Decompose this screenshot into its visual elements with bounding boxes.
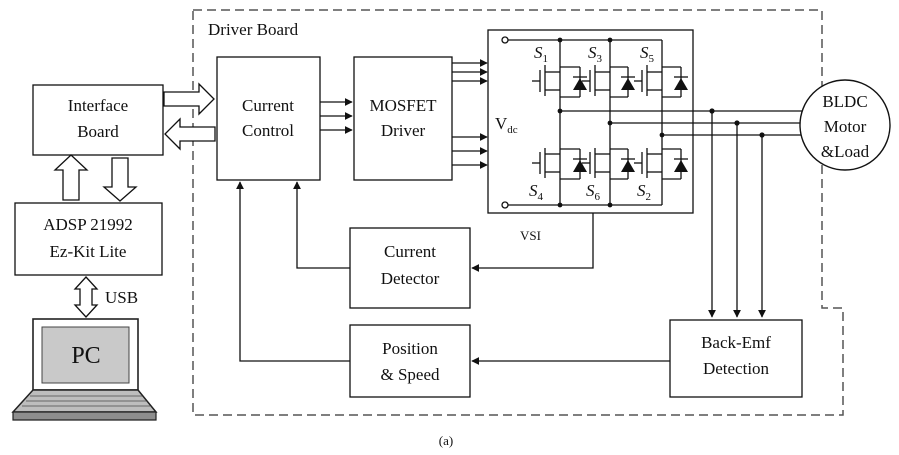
back-emf-detection-block: Back-Emf Detection [669,319,803,398]
inverter-leg-b [582,40,635,205]
position-speed-line1: Position [382,339,438,358]
vdc-label: Vdc [495,114,518,136]
adsp-line2: Ez-Kit Lite [50,242,127,261]
control-to-driver-signals [320,98,353,134]
mosfet-driver-block: MOSFET Driver [353,56,453,181]
driver-board-label: Driver Board [208,20,299,39]
gate-signals [452,59,488,169]
motor-line1: BLDC [822,92,867,111]
inverter-leg-c [634,40,688,205]
position-speed-line2: & Speed [380,365,440,384]
current-control-block: Current Control [216,56,321,181]
usb-label: USB [105,288,138,307]
back-emf-line1: Back-Emf [701,333,771,352]
figure-caption: (a) [439,433,453,448]
vsi-label: VSI [520,228,541,243]
adsp-block: ADSP 21992 Ez-Kit Lite [14,202,163,276]
back-emf-sense-lines [708,111,766,318]
switch-label-s5: S5 [640,43,655,65]
motor-line2: Motor [824,117,867,136]
back-emf-line2: Detection [703,359,770,378]
mosfet-driver-line2: Driver [381,121,426,140]
vsi-block: Vdc [487,29,694,214]
adsp-to-interface-arrow [53,154,89,201]
usb-double-arrow [73,276,99,318]
current-detector-line2: Detector [381,269,440,288]
interface-to-control-arrow [163,82,215,116]
pc-label: PC [71,343,100,369]
switch-label-s3: S3 [588,43,603,65]
position-to-control [236,181,350,362]
control-to-interface-arrow [164,117,216,151]
current-detector-block: Current Detector [349,227,471,309]
current-control-line2: Control [242,121,294,140]
phase-lines [557,108,804,138]
current-detector-to-control [293,181,350,269]
pc-laptop: PC [11,318,158,421]
vsi-to-current-detector [471,213,594,272]
switch-label-s2: S2 [637,181,651,203]
current-detector-line1: Current [384,242,436,261]
interface-board-line1: Interface [68,96,128,115]
switch-label-s1: S1 [534,43,548,65]
interface-to-adsp-arrow [102,157,138,202]
switch-label-s4: S4 [529,181,544,203]
mosfet-driver-line1: MOSFET [369,96,437,115]
position-speed-block: Position & Speed [349,324,471,398]
interface-board-line2: Board [77,122,119,141]
switch-label-s6: S6 [586,181,601,203]
adsp-line1: ADSP 21992 [43,215,133,234]
motor-line3: &Load [821,142,870,161]
bldc-motor: BLDC Motor &Load [799,79,891,171]
current-control-line1: Current [242,96,294,115]
inverter-leg-a [532,40,587,205]
interface-board-block: Interface Board [32,84,164,156]
